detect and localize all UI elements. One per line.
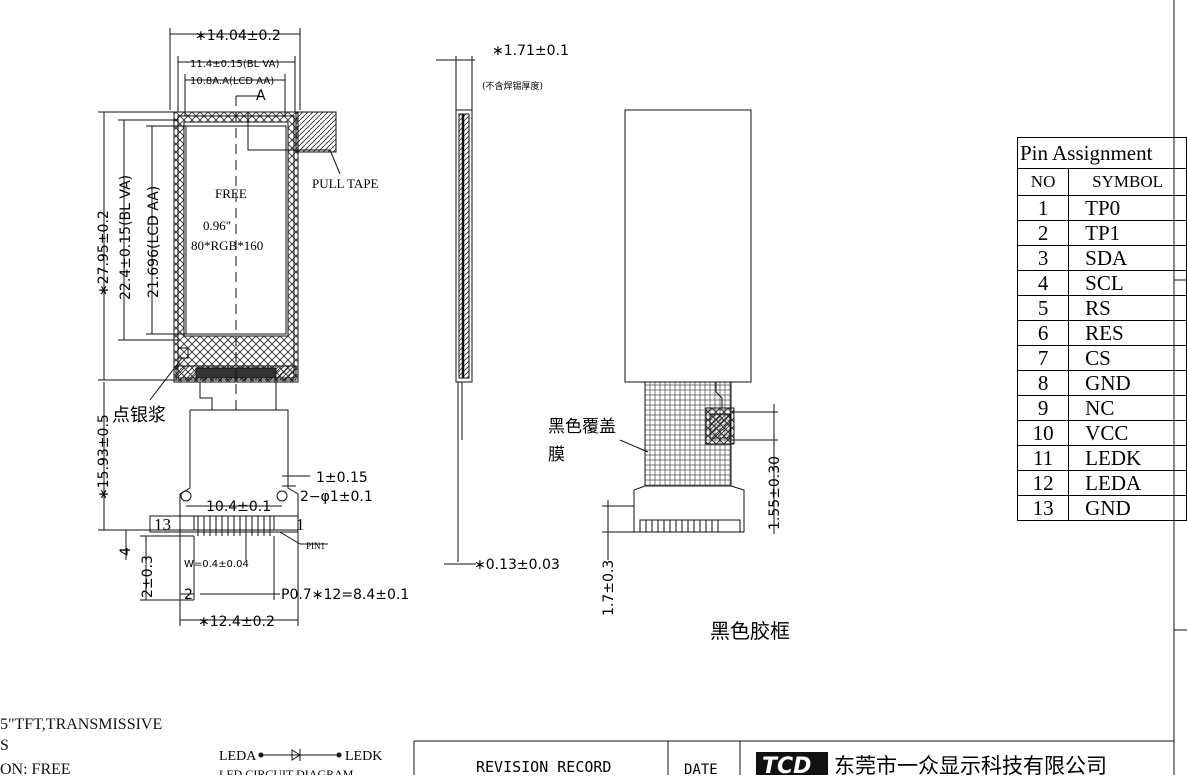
silver-paste-label: 点银浆 — [112, 405, 166, 426]
black-frame-label: 黑色胶框 — [710, 619, 790, 643]
dim-fpc-width: ∗12.4±0.2 — [198, 614, 275, 630]
pin-symbol: RES — [1068, 320, 1187, 346]
company-name: 东莞市一众显示科技有限公司 — [834, 754, 1107, 775]
dim-bl-va-height: 22.4±0.15(BL VA) — [118, 175, 134, 300]
dim-pitch: P0.7∗12=8.4±0.1 — [281, 587, 409, 603]
side-view — [436, 56, 476, 565]
pin-symbol: TP0 — [1068, 195, 1187, 221]
revision-record-label: REVISION RECORD — [476, 758, 611, 775]
pin-table-title: Pin Assignment — [1017, 137, 1187, 169]
cover-film-label-1: 黑色覆盖 — [548, 417, 616, 437]
front-view — [98, 28, 341, 626]
thickness-note: (不含焊锡厚度) — [482, 80, 543, 92]
pin-symbol: CS — [1068, 345, 1187, 371]
pin-no: 2 — [1016, 220, 1070, 246]
pin-no: 6 — [1016, 320, 1070, 346]
dim-width: ∗14.04±0.2 — [195, 28, 281, 44]
pin-symbol: NC — [1068, 395, 1187, 421]
pin-symbol: GND — [1068, 495, 1187, 521]
spec-line-2: S — [0, 737, 9, 754]
pin-first-label: 1 — [296, 515, 305, 534]
size-label: 0.96" — [203, 218, 231, 233]
pin-symbol: GND — [1068, 370, 1187, 396]
pin-symbol: SDA — [1068, 245, 1187, 271]
pin-no: 9 — [1016, 395, 1070, 421]
pin-no: 7 — [1016, 345, 1070, 371]
dim-2: 2 — [184, 587, 193, 603]
led-circuit-label: LED CIRCUIT DIAGRAM — [219, 767, 354, 775]
dim-fpc-thickness: ∗0.13±0.03 — [474, 557, 560, 573]
dim-bl-va-width: 11.4±0.15(BL VA) — [190, 59, 279, 70]
pin-symbol: SCL — [1068, 270, 1187, 296]
pin-no: 11 — [1016, 445, 1070, 471]
pin-symbol: TP1 — [1068, 220, 1187, 246]
dim-holes: 2−φ1±0.1 — [300, 489, 373, 505]
dim-height: ∗27.95±0.2 — [96, 210, 112, 296]
dim-hole-span: 10.4±0.1 — [206, 499, 271, 515]
pin-no: 13 — [1016, 495, 1070, 521]
pin-no: 12 — [1016, 470, 1070, 496]
pin-symbol: LEDK — [1068, 445, 1187, 471]
col-no-header: NO — [1016, 168, 1070, 196]
cover-film-label-2: 膜 — [548, 445, 565, 465]
dim-lcd-aa-width: 10.8A.A(LCD AA) — [190, 76, 274, 87]
back-view — [602, 109, 778, 560]
pin1-label: PIN1 — [306, 541, 325, 551]
pin-last-label: 13 — [154, 515, 171, 534]
dim-1-7: 1.7±0.3 — [601, 560, 617, 616]
pin-no: 3 — [1016, 245, 1070, 271]
pin-symbol: RS — [1068, 295, 1187, 321]
pin-symbol: VCC — [1068, 420, 1187, 446]
section-mark: A — [256, 88, 266, 104]
svg-text:TCD: TCD — [762, 754, 811, 775]
free-label: FREE — [215, 186, 247, 201]
dim-2-03: 2±0.3 — [140, 555, 156, 598]
dim-lcd-aa-height: 21.696(LCD AA) — [146, 186, 162, 298]
pin-no: 10 — [1016, 420, 1070, 446]
dim-4: 4 — [118, 547, 134, 556]
pin-no: 1 — [1016, 195, 1070, 221]
led-circuit — [258, 749, 342, 761]
dim-pad-width: W=0.4±0.04 — [184, 559, 249, 570]
spec-line-3: ON: FREE — [0, 761, 71, 778]
col-symbol-header: SYMBOL — [1068, 168, 1187, 196]
company-logo: TCD — [756, 752, 828, 775]
resolution-label: 80*RGB*160 — [191, 238, 263, 253]
spec-line-1: 5"TFT,TRANSMISSIVE — [0, 716, 163, 733]
pin-no: 5 — [1016, 295, 1070, 321]
pin-no: 4 — [1016, 270, 1070, 296]
dim-hole-offset: 1±0.15 — [316, 470, 368, 486]
pin-no: 8 — [1016, 370, 1070, 396]
pin-symbol: LEDA — [1068, 470, 1187, 496]
pull-tape-label: PULL TAPE — [312, 176, 379, 191]
dim-thickness: ∗1.71±0.1 — [492, 43, 569, 59]
dim-1-55: 1.55±0.30 — [767, 456, 783, 530]
dim-fpc-length: ∗15.93±0.5 — [96, 414, 112, 500]
leda-label: LEDA — [219, 749, 257, 764]
ledk-label: LEDK — [345, 749, 382, 764]
date-label: DATE — [684, 762, 718, 775]
